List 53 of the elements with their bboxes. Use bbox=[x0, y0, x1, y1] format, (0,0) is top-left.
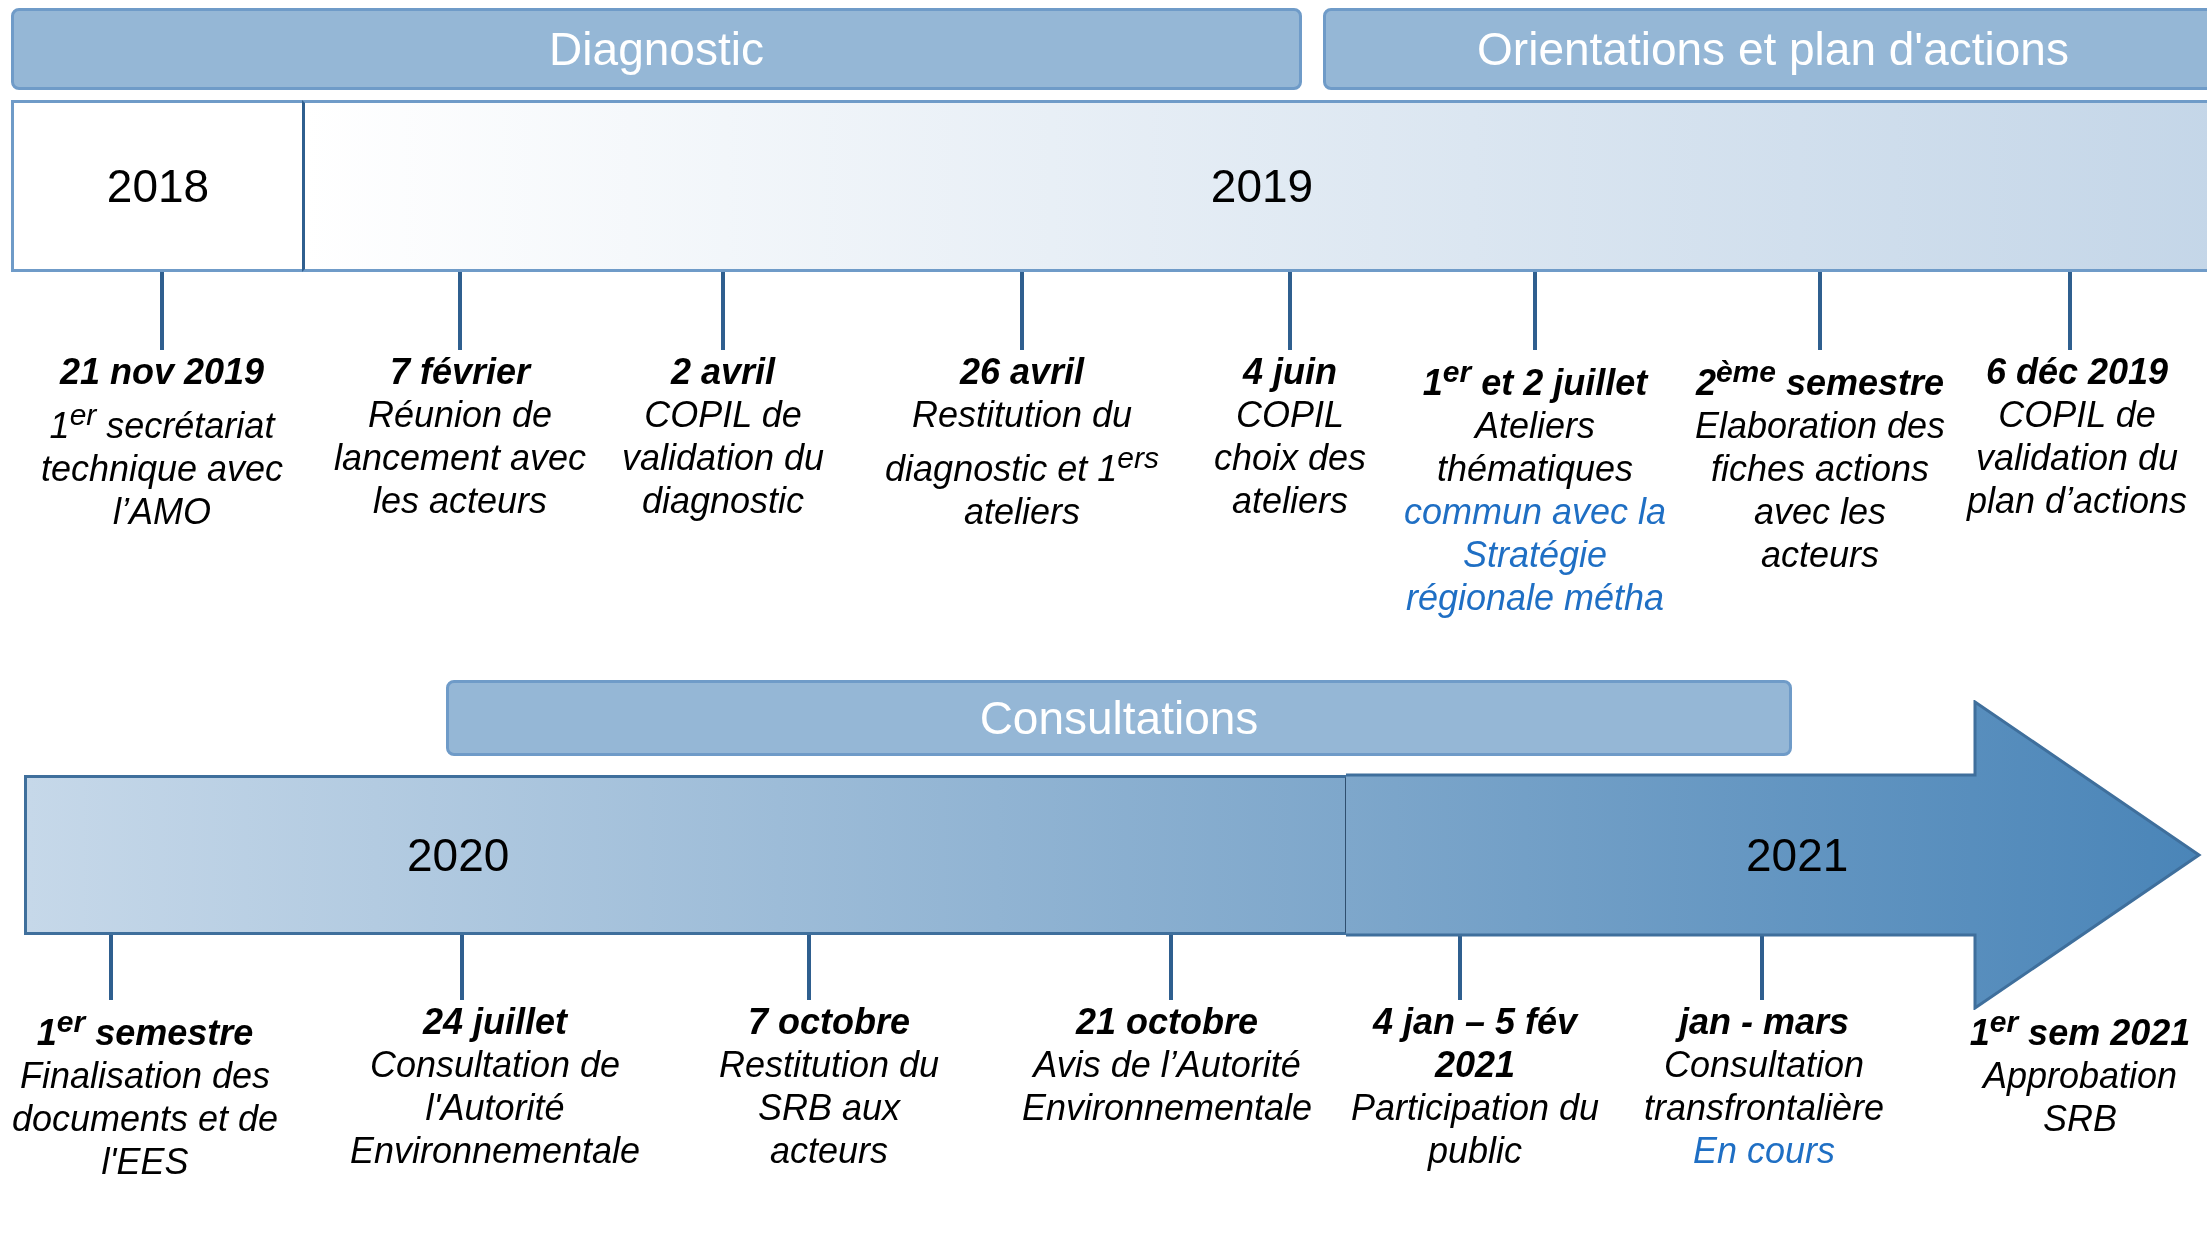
milestone-description: COPIL choix des ateliers bbox=[1212, 393, 1368, 522]
timeline-arrow-segment: 2020 bbox=[24, 775, 1348, 935]
tick-line bbox=[1760, 935, 1764, 1000]
tick-line bbox=[721, 272, 725, 350]
tick-line bbox=[1020, 272, 1024, 350]
milestone-description: COPIL de validation du plan d’actions bbox=[1965, 393, 2189, 522]
tick-line bbox=[1288, 272, 1292, 350]
milestone-date: 7 octobre bbox=[746, 1000, 911, 1043]
milestone-description: Finalisation des documents et de l'EES bbox=[10, 1054, 280, 1183]
status-note: commun avec la Stratégie régionale métha bbox=[1402, 490, 1668, 619]
year-segment: 2019 bbox=[302, 100, 2207, 272]
status-note: En cours bbox=[1691, 1129, 1837, 1172]
tick-line bbox=[460, 935, 464, 1000]
tick-line bbox=[1458, 935, 1462, 1000]
milestone-date: 2 avril bbox=[669, 350, 777, 393]
tick-line bbox=[1533, 272, 1537, 350]
milestone-description: Restitution du SRB aux acteurs bbox=[717, 1043, 941, 1172]
milestone-description: 1$^{er}$ secrétariat technique avec l’AMO bbox=[39, 397, 285, 533]
milestone-date: 2$^{ème}$ semestre bbox=[1694, 354, 1946, 404]
tick-line bbox=[1818, 272, 1822, 350]
milestone-date: 26 avril bbox=[958, 350, 1086, 393]
tick-line bbox=[160, 272, 164, 350]
milestone-description: Elaboration des fiches actions avec les acteurs bbox=[1693, 404, 1947, 576]
milestone-description: Restitution du diagnostic et 1$^{ers}$ ateliers bbox=[884, 393, 1160, 533]
milestone-date: 1$^{er}$ semestre bbox=[35, 1004, 255, 1054]
milestone-date: 7 février bbox=[388, 350, 533, 393]
tick-line bbox=[2068, 272, 2072, 350]
milestone-description: Approbation SRB bbox=[1980, 1054, 2179, 1140]
phase-bar: Diagnostic bbox=[11, 8, 1302, 90]
tick-line bbox=[109, 935, 113, 1000]
milestone-description: Réunion de lancement avec les acteurs bbox=[332, 393, 588, 522]
year-segment: 2018 bbox=[11, 100, 305, 272]
milestone-date: 24 juillet bbox=[421, 1000, 569, 1043]
milestone-date: 4 juin bbox=[1241, 350, 1338, 393]
phase-bar: Consultations bbox=[446, 680, 1792, 756]
tick-line bbox=[1169, 935, 1173, 1000]
milestone-description: Consultation transfrontalière bbox=[1642, 1043, 1886, 1129]
milestone-date: 1$^{er}$ sem 2021 bbox=[1968, 1004, 2192, 1054]
milestone-description: Avis de l’Autorité Environnementale bbox=[1020, 1043, 1314, 1129]
milestone-date: jan - mars bbox=[1619, 1000, 1909, 1043]
milestone-date: 1$^{er}$ et 2 juillet bbox=[1421, 354, 1650, 404]
milestone-date: 21 nov 2019 bbox=[58, 350, 266, 393]
milestone-date: 6 déc 2019 bbox=[1984, 350, 2170, 393]
milestone-description: COPIL de validation du diagnostic bbox=[620, 393, 826, 522]
phase-bar: Orientations et plan d'actions bbox=[1323, 8, 2207, 90]
tick-line bbox=[807, 935, 811, 1000]
milestone-description: Consultation de l'Autorité Environnementale bbox=[348, 1043, 642, 1172]
tick-line bbox=[458, 272, 462, 350]
milestone-date: 4 jan – 5 fév 2021 bbox=[1371, 1000, 1580, 1086]
milestone-date: 21 octobre bbox=[1074, 1000, 1260, 1043]
milestone-description: Ateliers thématiques bbox=[1435, 404, 1635, 490]
milestone-description: Participation du public bbox=[1350, 1086, 1600, 1172]
year-label: 2021 bbox=[1746, 828, 1849, 882]
